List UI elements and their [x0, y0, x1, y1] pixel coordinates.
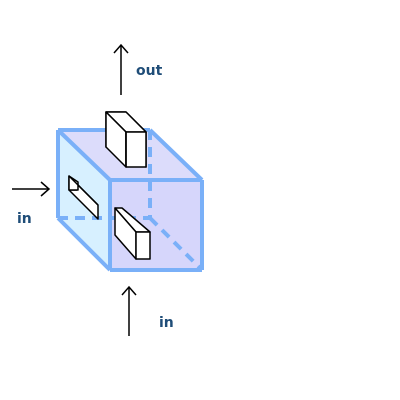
arrow-in-up [121, 285, 137, 336]
label-out: out [136, 63, 163, 79]
top-outlet-block [105, 111, 147, 168]
label-in-left: in [17, 211, 32, 227]
label-in-bottom: in [159, 315, 174, 331]
arrow-out-up [113, 43, 129, 95]
left-inlet-block [68, 175, 99, 220]
cube-visible-edges [56, 128, 204, 272]
arrow-in-right [12, 181, 51, 197]
front-inlet-block [114, 207, 151, 260]
